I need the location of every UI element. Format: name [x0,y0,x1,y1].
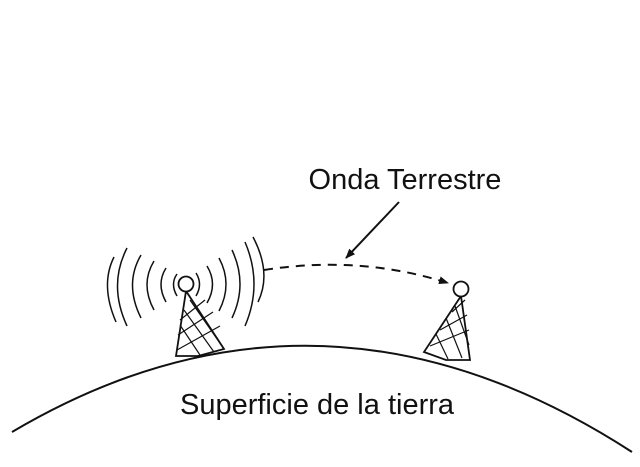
earth-surface-arc [11,344,633,453]
wave-label: Onda Terrestre [309,164,502,196]
ground-wave-path [263,263,449,285]
arrow-icon [345,201,400,259]
radio-wave-icon [106,236,265,327]
transmitting-tower-icon [174,275,226,357]
surface-label: Superficie de la tierra [180,389,455,421]
receiving-tower-icon [422,280,472,361]
